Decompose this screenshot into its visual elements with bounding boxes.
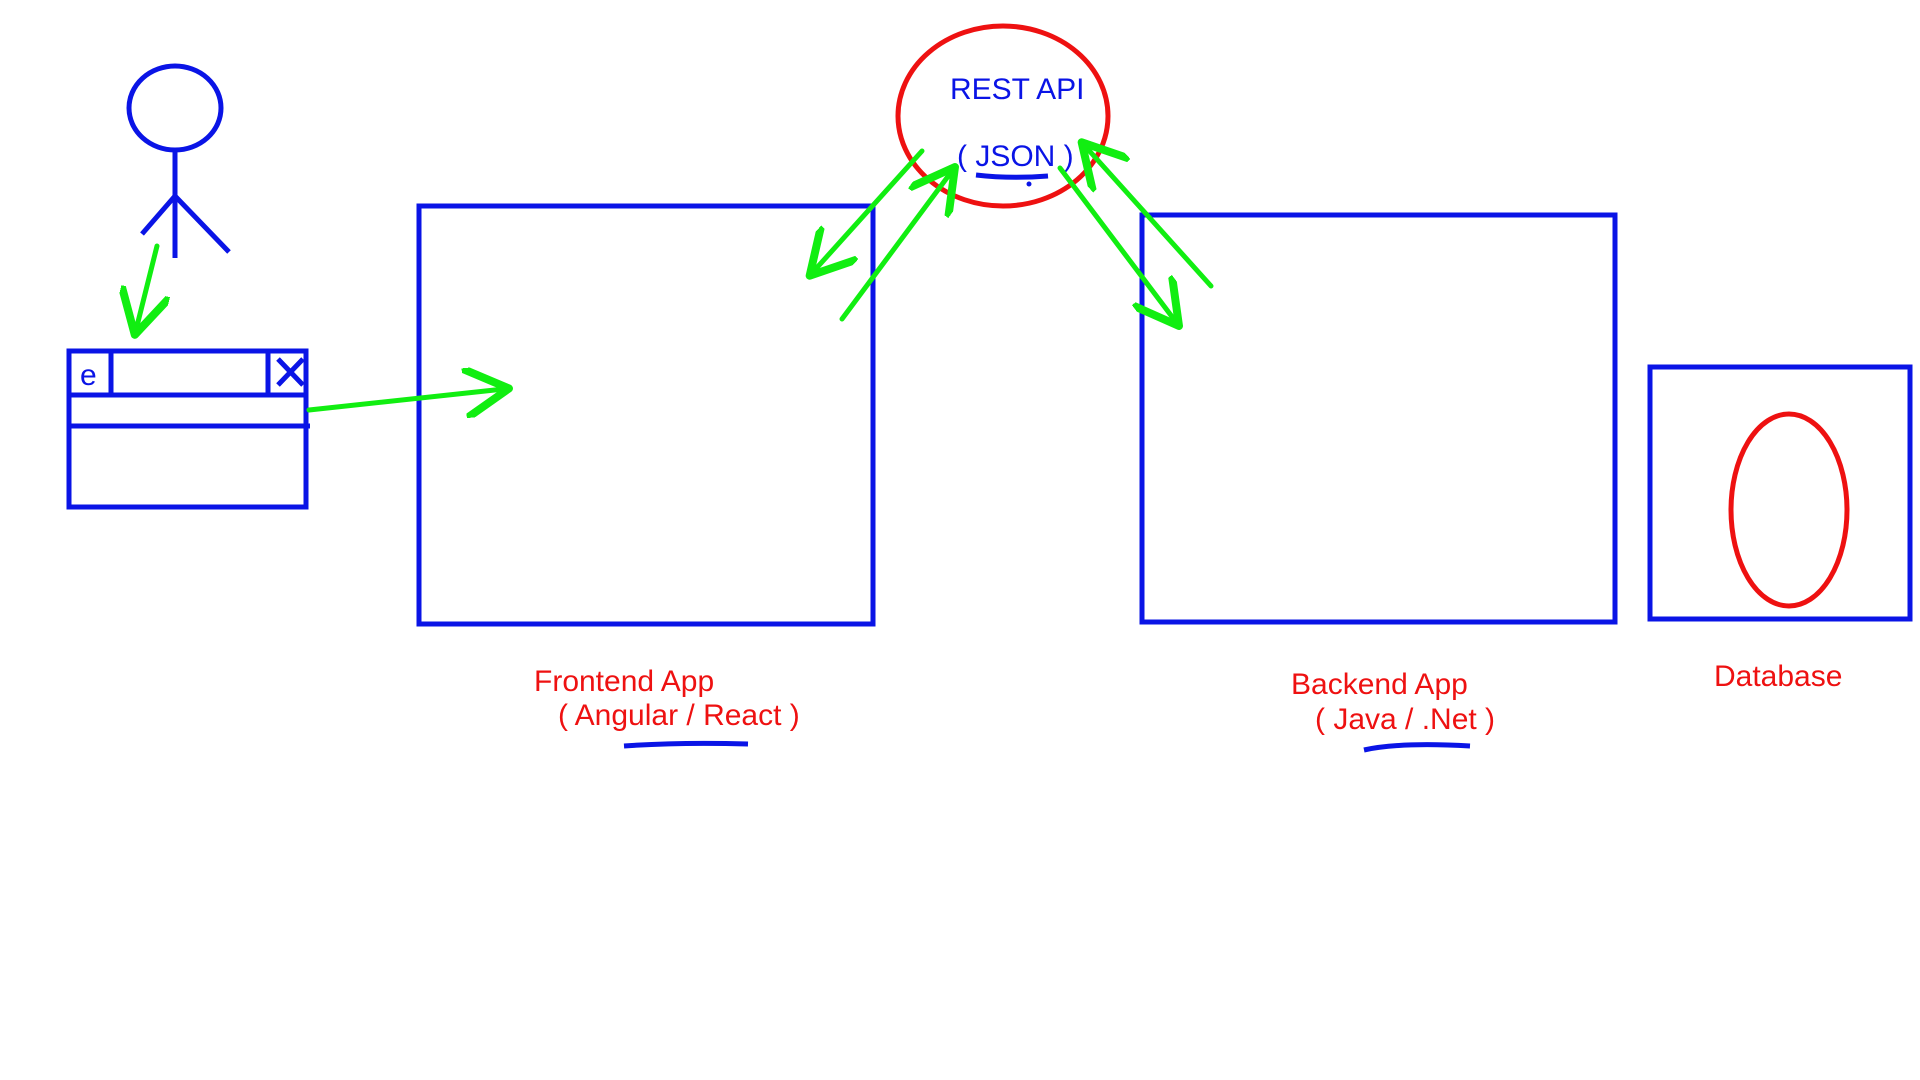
database-cylinder [1728,411,1850,609]
browser-frame [66,348,309,510]
frontend-app-box [416,203,876,627]
json-dot [1026,181,1032,187]
user-right-leg [173,194,231,254]
frontend-app-label: Frontend App [534,665,714,698]
user-stick-figure [126,63,231,258]
arrow-frontend-to-api [839,171,952,322]
backend-tech-label: ( Java / .Net ) [1315,703,1495,736]
user-head [126,63,224,153]
json-underline [975,172,1049,180]
rest-api-title: REST API [950,73,1085,106]
arrow-backend-to-api [1085,146,1214,289]
arrow-user-to-browser [136,243,157,330]
database-label: Database [1714,660,1842,693]
close-icon [276,357,305,387]
rest-api-format: ( JSON ) [957,140,1074,173]
frontend-tech-label: ( Angular / React ) [558,699,800,732]
backend-app-box [1139,212,1618,625]
browser-logo: e [80,359,97,392]
database-frame [1647,364,1913,622]
flow-arrows [136,146,1214,410]
backend-app-label: Backend App [1291,668,1468,701]
backend-tech-underline [1363,742,1471,753]
frontend-tech-underline [623,740,749,749]
user-left-leg [140,194,177,236]
database-box [1647,364,1913,622]
arrow-api-to-backend [1057,165,1176,322]
browser-window: e [66,348,310,510]
rest-api-circle [895,23,1111,209]
arrow-api-to-frontend [813,148,925,272]
arrow-browser-to-frontend [306,389,504,410]
rest-api-bubble: REST API ( JSON ) [895,23,1111,209]
